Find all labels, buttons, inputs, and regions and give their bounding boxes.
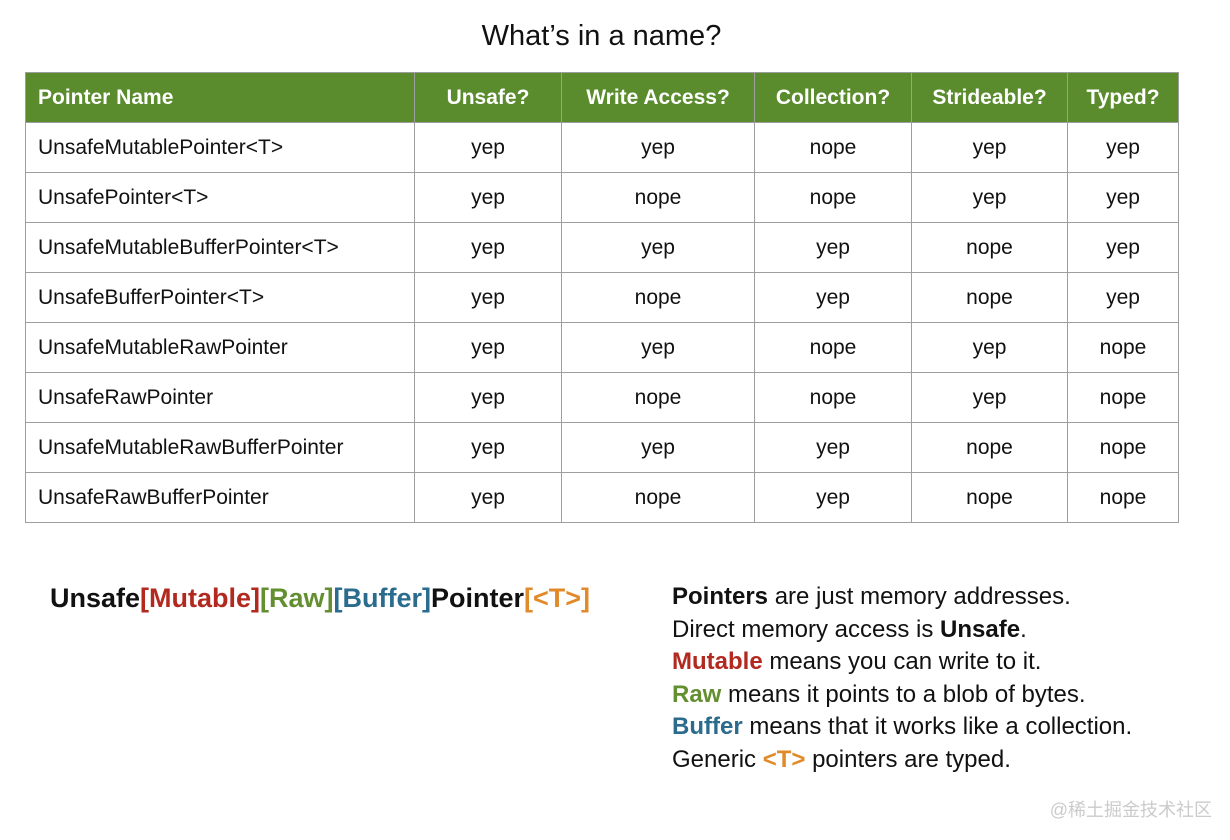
value-cell: nope [561, 472, 755, 523]
value-cell: nope [1067, 472, 1179, 523]
note-line: Pointers are just memory addresses. [672, 581, 1132, 614]
value-cell: yep [414, 172, 562, 223]
pointer-name-cell: UnsafeBufferPointer<T> [25, 272, 415, 323]
value-cell: nope [754, 372, 912, 423]
value-cell: nope [754, 322, 912, 373]
formula-segment: [Raw] [260, 583, 334, 613]
value-cell: yep [911, 122, 1068, 173]
value-cell: yep [1067, 222, 1179, 273]
note-term: Mutable [672, 648, 763, 675]
value-cell: yep [754, 472, 912, 523]
value-cell: nope [561, 172, 755, 223]
value-cell: yep [414, 422, 562, 473]
value-cell: nope [754, 122, 912, 173]
value-cell: yep [414, 222, 562, 273]
pointer-name-cell: UnsafeMutableBufferPointer<T> [25, 222, 415, 273]
pointer-name-cell: UnsafeMutableRawBufferPointer [25, 422, 415, 473]
note-text: means you can write to it. [762, 648, 1042, 675]
value-cell: yep [1067, 172, 1179, 223]
value-cell: yep [1067, 272, 1179, 323]
value-cell: yep [911, 372, 1068, 423]
value-cell: yep [414, 122, 562, 173]
pointer-name-cell: UnsafeMutableRawPointer [25, 322, 415, 373]
value-cell: nope [911, 472, 1068, 523]
column-header-strideable: Strideable? [911, 72, 1068, 123]
page-title: What’s in a name? [481, 20, 722, 52]
note-term: <T> [762, 745, 806, 773]
pointer-name-cell: UnsafeRawPointer [25, 372, 415, 423]
value-cell: nope [1067, 372, 1179, 423]
formula-segment: [<T>] [524, 583, 591, 613]
note-text: are just memory addresses. [768, 583, 1071, 610]
value-cell: nope [1067, 422, 1179, 473]
column-header-pointer-name: Pointer Name [25, 72, 415, 123]
explanation-notes: Pointers are just memory addresses.Direc… [672, 581, 1132, 776]
pointer-name-cell: UnsafeRawBufferPointer [25, 472, 415, 523]
value-cell: yep [414, 322, 562, 373]
value-cell: yep [754, 272, 912, 323]
note-text: Generic [672, 745, 763, 773]
note-line: Mutable means you can write to it. [672, 646, 1132, 679]
value-cell: yep [754, 222, 912, 273]
value-cell: nope [561, 272, 755, 323]
note-line: Buffer means that it works like a collec… [672, 711, 1132, 744]
column-header-typed: Typed? [1067, 72, 1179, 123]
formula-segment: [Mutable] [140, 583, 261, 613]
value-cell: yep [911, 322, 1068, 373]
note-text: means it points to a blob of bytes. [721, 680, 1086, 708]
value-cell: yep [1067, 122, 1179, 173]
note-line: Generic <T> pointers are typed. [672, 744, 1132, 777]
value-cell: yep [414, 372, 562, 423]
value-cell: yep [561, 422, 755, 473]
value-cell: nope [911, 272, 1068, 323]
value-cell: yep [561, 122, 755, 173]
note-text: means that it works like a collection. [742, 713, 1133, 740]
note-line: Direct memory access is Unsafe. [672, 614, 1132, 647]
note-text: . [1020, 615, 1027, 643]
formula-segment: Pointer [431, 583, 525, 613]
formula-segment: [Buffer] [333, 583, 431, 613]
note-text: Direct memory access is [672, 615, 941, 643]
column-header-collection: Collection? [754, 72, 912, 123]
pointer-name-formula: Unsafe[Mutable][Raw][Buffer]Pointer[<T>] [50, 583, 590, 614]
column-header-write-access: Write Access? [561, 72, 755, 123]
value-cell: nope [911, 422, 1068, 473]
formula-segment: Unsafe [50, 583, 141, 613]
value-cell: yep [754, 422, 912, 473]
note-term: Pointers [672, 583, 769, 610]
value-cell: nope [561, 372, 755, 423]
pointer-name-cell: UnsafePointer<T> [25, 172, 415, 223]
pointer-name-cell: UnsafeMutablePointer<T> [25, 122, 415, 173]
value-cell: nope [911, 222, 1068, 273]
value-cell: yep [911, 172, 1068, 223]
value-cell: nope [1067, 322, 1179, 373]
watermark: @稀土掘金技术社区 [1049, 800, 1212, 820]
note-term: Buffer [672, 713, 743, 740]
value-cell: yep [414, 472, 562, 523]
note-term: Unsafe [940, 615, 1021, 643]
value-cell: yep [561, 222, 755, 273]
note-term: Raw [672, 680, 722, 708]
value-cell: nope [754, 172, 912, 223]
value-cell: yep [414, 272, 562, 323]
column-header-unsafe: Unsafe? [414, 72, 562, 123]
note-text: pointers are typed. [805, 745, 1011, 773]
note-line: Raw means it points to a blob of bytes. [672, 679, 1132, 712]
value-cell: yep [561, 322, 755, 373]
